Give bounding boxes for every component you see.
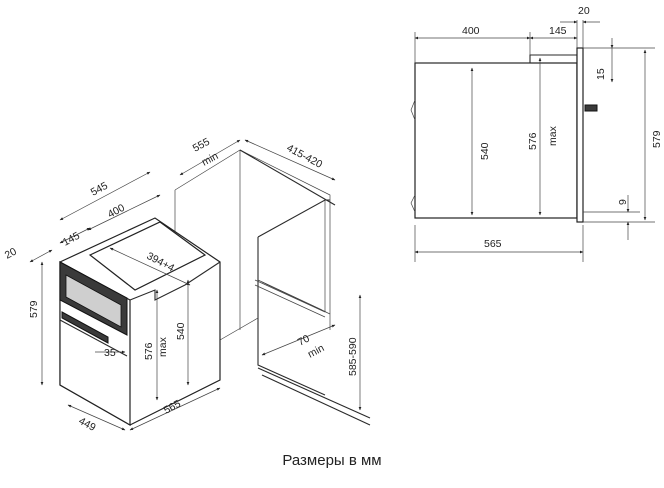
side-labels: 20 400 145 15 540 576 max 579 9 565 bbox=[462, 5, 663, 250]
iso-dimensions bbox=[29, 139, 362, 431]
vent-slots bbox=[257, 279, 331, 315]
iso-label-min-bottom: min bbox=[306, 342, 327, 361]
iso-label-555: 555 bbox=[191, 136, 212, 155]
dimensions-caption: Размеры в мм bbox=[282, 452, 382, 469]
iso-label-545: 545 bbox=[89, 180, 110, 199]
iso-label-145: 145 bbox=[61, 230, 82, 249]
side-oven-body bbox=[410, 47, 598, 223]
iso-label-449: 449 bbox=[77, 415, 98, 434]
iso-label-400: 400 bbox=[106, 202, 127, 221]
iso-label-max: max bbox=[157, 336, 169, 357]
side-label-400: 400 bbox=[462, 25, 480, 37]
iso-label-585-590: 585-590 bbox=[347, 337, 359, 376]
side-label-9: 9 bbox=[617, 199, 629, 205]
side-label-max: max bbox=[547, 125, 559, 146]
side-label-579: 579 bbox=[651, 130, 663, 148]
iso-label-35: 35 bbox=[104, 347, 116, 359]
iso-label-540: 540 bbox=[175, 322, 187, 340]
side-view: 20 400 145 15 540 576 max 579 9 565 bbox=[410, 5, 663, 262]
oven-handle bbox=[61, 311, 109, 344]
iso-label-579: 579 bbox=[28, 300, 40, 318]
side-dimensions bbox=[414, 20, 655, 262]
cabinet-niche bbox=[174, 149, 371, 426]
oven-body bbox=[59, 217, 221, 427]
side-label-540: 540 bbox=[479, 142, 491, 160]
oven-control-panel bbox=[59, 261, 128, 336]
side-label-20: 20 bbox=[578, 5, 590, 17]
side-label-565: 565 bbox=[484, 238, 502, 250]
side-label-15: 15 bbox=[595, 68, 607, 80]
iso-label-70: 70 bbox=[296, 332, 312, 348]
side-label-145: 145 bbox=[549, 25, 567, 37]
side-label-576: 576 bbox=[527, 132, 539, 150]
iso-label-576: 576 bbox=[143, 342, 155, 360]
isometric-view: 545 400 145 20 579 394+4 576 max 540 35 … bbox=[3, 136, 371, 434]
iso-label-20: 20 bbox=[3, 245, 19, 261]
